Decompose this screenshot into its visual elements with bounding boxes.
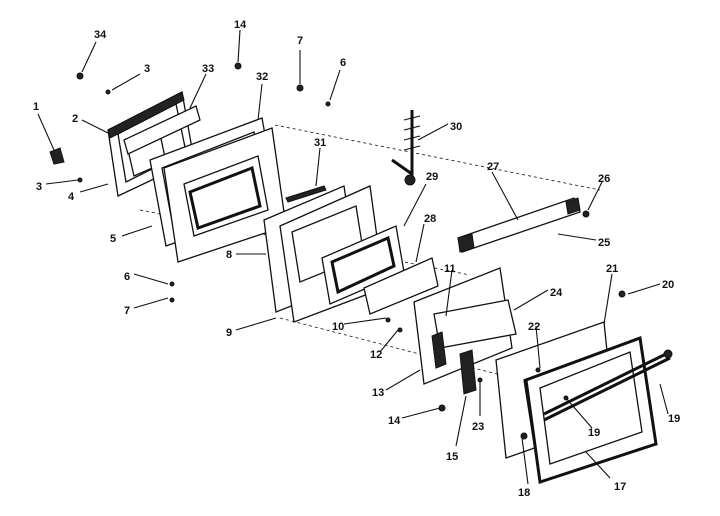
- callout-6: 6: [340, 57, 346, 69]
- window-panel-28: [363, 257, 439, 315]
- callout-9: 9: [226, 327, 232, 339]
- hardware-screws: [49, 62, 626, 440]
- clip-15: [459, 349, 477, 395]
- callout-3b: 3: [36, 181, 42, 193]
- door-trim-assembly: [107, 91, 201, 197]
- callout-21: 21: [606, 263, 618, 275]
- callout-26: 26: [598, 173, 610, 185]
- liner-panel-24: [413, 267, 517, 385]
- callout-14: 14: [234, 19, 247, 31]
- callout-25: 25: [598, 237, 610, 249]
- callout-3: 3: [144, 63, 150, 75]
- callout-10: 10: [332, 321, 344, 333]
- callout-23: 23: [472, 421, 484, 433]
- callout-5: 5: [110, 233, 116, 245]
- handle-screw-30: [391, 110, 421, 186]
- callout-32: 32: [256, 71, 268, 83]
- leader-lines: [37, 29, 669, 485]
- callout-17: 17: [614, 481, 626, 493]
- callout-34: 34: [94, 29, 107, 41]
- outer-door-frame-17: [523, 335, 673, 484]
- callout-7b: 7: [124, 305, 130, 317]
- callout-20: 20: [662, 279, 674, 291]
- callout-22: 22: [528, 321, 540, 333]
- callout-18: 18: [518, 487, 530, 499]
- callout-labels: 34 3 33 14 7 6 32 1 2 30 3 31 4 27 26 29…: [33, 19, 680, 499]
- callout-28: 28: [424, 213, 436, 225]
- callout-29: 29: [426, 171, 438, 183]
- callout-2: 2: [72, 113, 78, 125]
- callout-30: 30: [450, 121, 462, 133]
- callout-12: 12: [370, 349, 382, 361]
- callout-4: 4: [68, 191, 75, 203]
- callout-31: 31: [314, 137, 326, 149]
- callout-27: 27: [487, 161, 499, 173]
- callout-1: 1: [33, 101, 39, 113]
- door-panel-5: [163, 127, 287, 263]
- callout-11: 11: [444, 263, 456, 275]
- callout-19b: 19: [668, 413, 680, 425]
- callout-13: 13: [372, 387, 384, 399]
- callout-33: 33: [202, 63, 214, 75]
- callout-7: 7: [297, 35, 303, 47]
- callout-6b: 6: [124, 271, 130, 283]
- callout-24: 24: [550, 287, 563, 299]
- callout-14b: 14: [388, 415, 401, 427]
- bar-27: [457, 197, 581, 253]
- callout-15: 15: [446, 451, 458, 463]
- callout-19a: 19: [588, 427, 600, 439]
- strip-31: [285, 185, 327, 203]
- callout-8: 8: [226, 249, 232, 261]
